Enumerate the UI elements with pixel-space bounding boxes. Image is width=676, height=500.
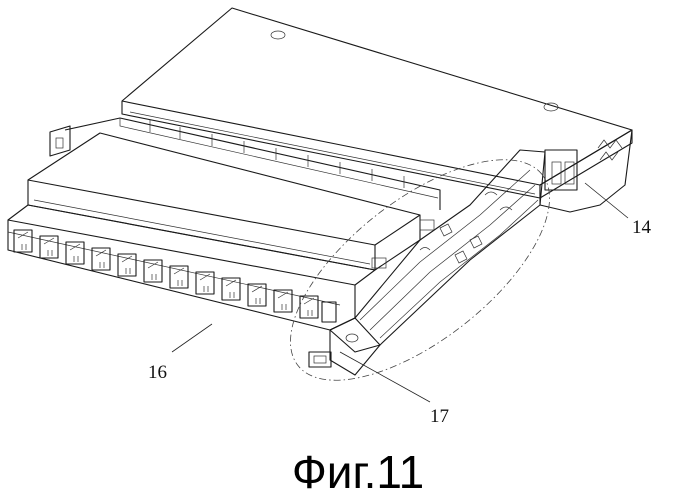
- middle-rail: [65, 118, 440, 210]
- connector-row: [8, 205, 375, 330]
- callout-16: 16: [148, 362, 167, 383]
- screw-hole-icon: [271, 31, 285, 39]
- top-housing-plate: [122, 8, 632, 198]
- latch-slot: [309, 352, 331, 367]
- callout-14: 14: [632, 217, 652, 238]
- left-tab: [50, 126, 70, 156]
- screw-hole-icon: [346, 334, 358, 342]
- figure-caption: Фиг.11: [292, 446, 424, 498]
- detail-ellipse: [255, 119, 585, 420]
- callout-17: 17: [430, 406, 449, 427]
- end-cap-latch: [309, 150, 545, 375]
